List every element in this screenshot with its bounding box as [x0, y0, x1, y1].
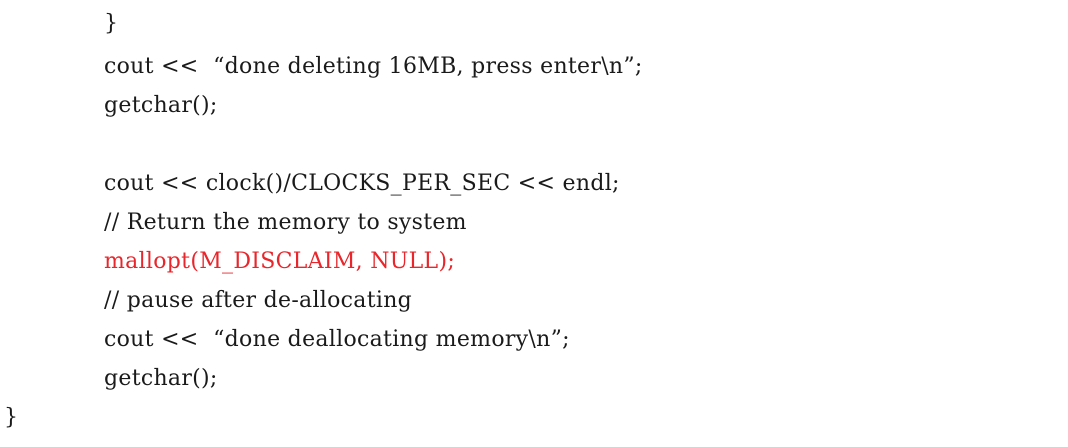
code-line-cout-clock: cout << clock()/CLOCKS_PER_SEC << endl; [104, 171, 620, 196]
code-line-mallopt-highlighted: mallopt(M_DISCLAIM, NULL); [104, 249, 456, 274]
code-line-getchar-2: getchar(); [104, 366, 218, 391]
code-line-comment-return-memory: // Return the memory to system [104, 210, 467, 235]
code-line-cout-done-deleting: cout << “done deleting 16MB, press enter… [104, 54, 643, 79]
code-line-getchar-1: getchar(); [104, 93, 218, 118]
code-line-closing-brace-outer: } [4, 405, 19, 430]
code-line-comment-pause: // pause after de-allocating [104, 288, 413, 313]
code-line-blank [0, 125, 104, 164]
code-line-cout-done-deallocating: cout << “done deallocating memory\n”; [104, 327, 570, 352]
code-line-closing-brace-inner: } [104, 11, 119, 36]
